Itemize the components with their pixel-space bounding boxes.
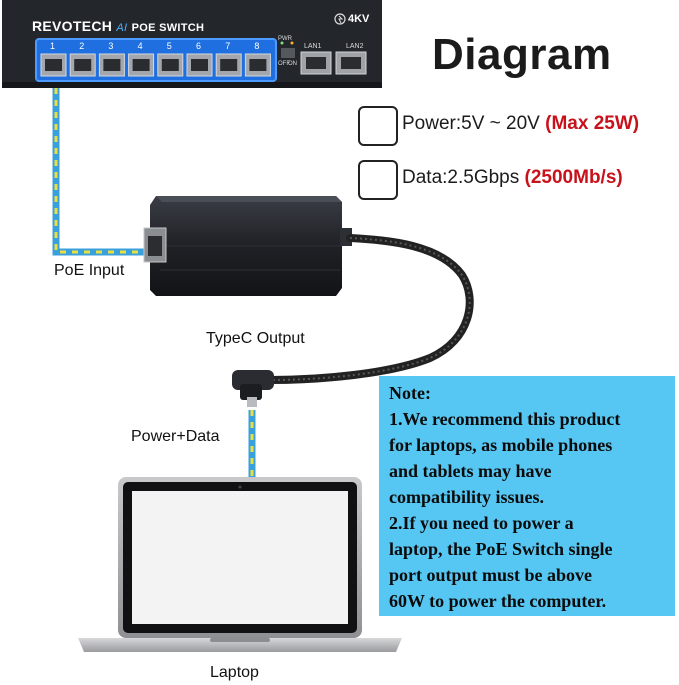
lan1-label: LAN1 (304, 43, 322, 50)
note-line: port output must be above (389, 565, 593, 585)
power-led (280, 41, 284, 45)
laptop-screen (132, 491, 348, 624)
webcam (238, 485, 242, 489)
on-label: ON (288, 61, 297, 67)
laptop-label: Laptop (210, 664, 259, 681)
note-line: 2.If you need to power a (389, 513, 574, 533)
laptop-base (78, 638, 402, 652)
note-line: 60W to power the computer. (389, 591, 607, 611)
surge-badge-icon (334, 13, 346, 25)
switch-brand: REVOTECH AI POE SWITCH (32, 18, 204, 34)
power-spec-icon-frame (358, 106, 398, 146)
off-label: OFF (278, 61, 290, 67)
switch-brand-name: REVOTECH (32, 18, 113, 34)
diagram-title: Diagram (432, 30, 612, 79)
poe-input-cable (52, 88, 146, 256)
poe-input-label: PoE Input (54, 262, 125, 279)
poe-adapter (143, 196, 352, 296)
laptop (78, 477, 402, 652)
port-number-8: 8 (254, 41, 260, 51)
port-number-6: 6 (196, 41, 202, 51)
typec-plug (232, 370, 274, 407)
data-spec-icon-frame (358, 160, 398, 200)
poe-switch (2, 0, 382, 88)
pwr-label: PWR (278, 36, 292, 42)
power-spec-label: Power:5V ~ 20V (402, 113, 546, 134)
note-line: 1.We recommend this product (389, 409, 621, 429)
note-line: compatibility issues. (389, 487, 545, 507)
port-number-7: 7 (225, 41, 231, 51)
lan2-label: LAN2 (346, 43, 364, 50)
dip-switch (281, 48, 295, 58)
port-number-1: 1 (50, 41, 56, 51)
note-line: for laptops, as mobile phones (389, 435, 613, 455)
power-data-label: Power+Data (131, 428, 220, 445)
switch-model: POE SWITCH (131, 22, 205, 34)
data-spec: Data:2.5Gbps (2500Mb/s) (358, 160, 674, 200)
surge-label: 4KV (348, 13, 370, 25)
port-number-5: 5 (166, 41, 172, 51)
switch-brand-ai: AI (116, 22, 128, 34)
note-heading: Note: (389, 383, 431, 403)
note-box: Note: 1.We recommend this product for la… (379, 376, 675, 616)
note-line: and tablets may have (389, 461, 552, 481)
power-spec: Power:5V ~ 20V (Max 25W) (358, 106, 674, 146)
typec-output-label: TypeC Output (206, 330, 305, 347)
port-number-2: 2 (79, 41, 85, 51)
port-number-4: 4 (137, 41, 143, 51)
data-spec-label: Data:2.5Gbps (402, 167, 525, 188)
rj45-ports (40, 53, 271, 77)
note-line: laptop, the PoE Switch single (389, 539, 613, 559)
data-spec-highlight: (2500Mb/s) (524, 167, 623, 188)
port-number-3: 3 (108, 41, 114, 51)
power-spec-highlight: (Max 25W) (545, 113, 640, 134)
